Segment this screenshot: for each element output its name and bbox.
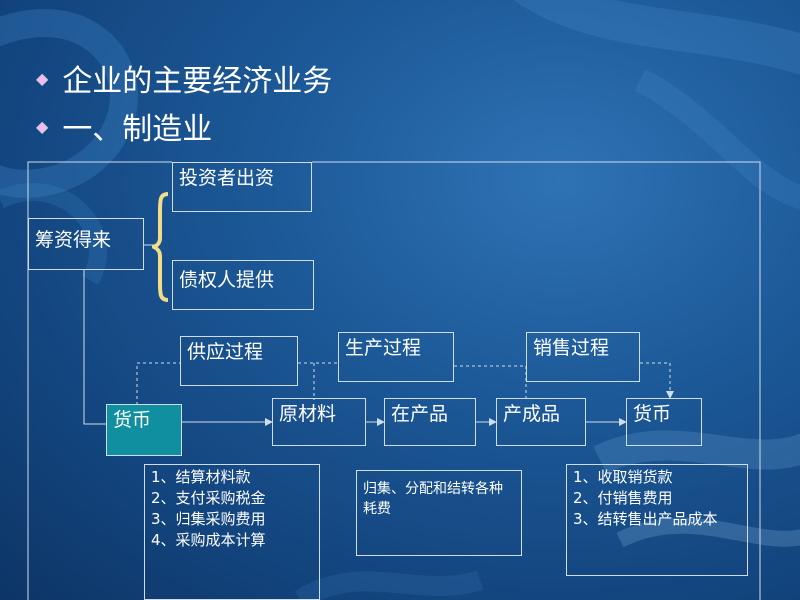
diamond-icon: ◆	[36, 117, 49, 136]
sales-process-label: 销售过程	[533, 337, 610, 359]
raw-material-box: 原材料	[272, 398, 366, 446]
production-process-box: 生产过程	[338, 332, 454, 382]
funding-box: 筹资得来	[28, 218, 144, 270]
list-item: 4、采购成本计算	[151, 531, 266, 549]
brace-shape	[152, 192, 169, 302]
list-item: 2、付销售费用	[573, 489, 673, 507]
production-note-text: 归集、分配和结转各种耗费	[363, 481, 503, 517]
funding-label: 筹资得来	[35, 229, 112, 251]
creditor-label: 债权人提供	[179, 269, 275, 291]
diamond-icon: ◆	[36, 69, 49, 88]
money-start-box: 货币	[106, 404, 182, 456]
production-note-box: 归集、分配和结转各种耗费	[356, 470, 522, 556]
supply-process-label: 供应过程	[187, 341, 264, 363]
list-item: 1、收取销货款	[573, 468, 673, 486]
money-end-label: 货币	[633, 403, 672, 425]
investor-box: 投资者出资	[172, 162, 312, 212]
sales-steps-box: 1、收取销货款 2、付销售费用 3、结转售出产品成本	[566, 464, 748, 576]
heading-2: ◆ 一、制造业	[36, 104, 212, 148]
raw-material-label: 原材料	[279, 403, 337, 425]
list-item: 3、结转售出产品成本	[573, 510, 718, 528]
sales-process-box: 销售过程	[526, 332, 640, 382]
production-process-label: 生产过程	[345, 337, 422, 359]
supply-steps-box: 1、结算材料款 2、支付采购税金 3、归集采购费用 4、采购成本计算	[144, 464, 320, 600]
wip-label: 在产品	[391, 403, 449, 425]
wip-box: 在产品	[384, 398, 476, 446]
list-item: 2、支付采购税金	[151, 489, 266, 507]
money-start-label: 货币	[113, 409, 152, 431]
finished-goods-label: 产成品	[503, 403, 561, 425]
list-item: 3、归集采购费用	[151, 510, 266, 528]
creditor-box: 债权人提供	[172, 260, 314, 310]
heading-2-text: 一、制造业	[62, 112, 213, 147]
supply-process-box: 供应过程	[180, 336, 298, 386]
heading-1: ◆ 企业的主要经济业务	[36, 56, 332, 100]
investor-label: 投资者出资	[179, 167, 275, 189]
money-end-box: 货币	[626, 398, 702, 446]
finished-goods-box: 产成品	[496, 398, 586, 446]
heading-1-text: 企业的主要经济业务	[62, 64, 333, 99]
list-item: 1、结算材料款	[151, 468, 251, 486]
